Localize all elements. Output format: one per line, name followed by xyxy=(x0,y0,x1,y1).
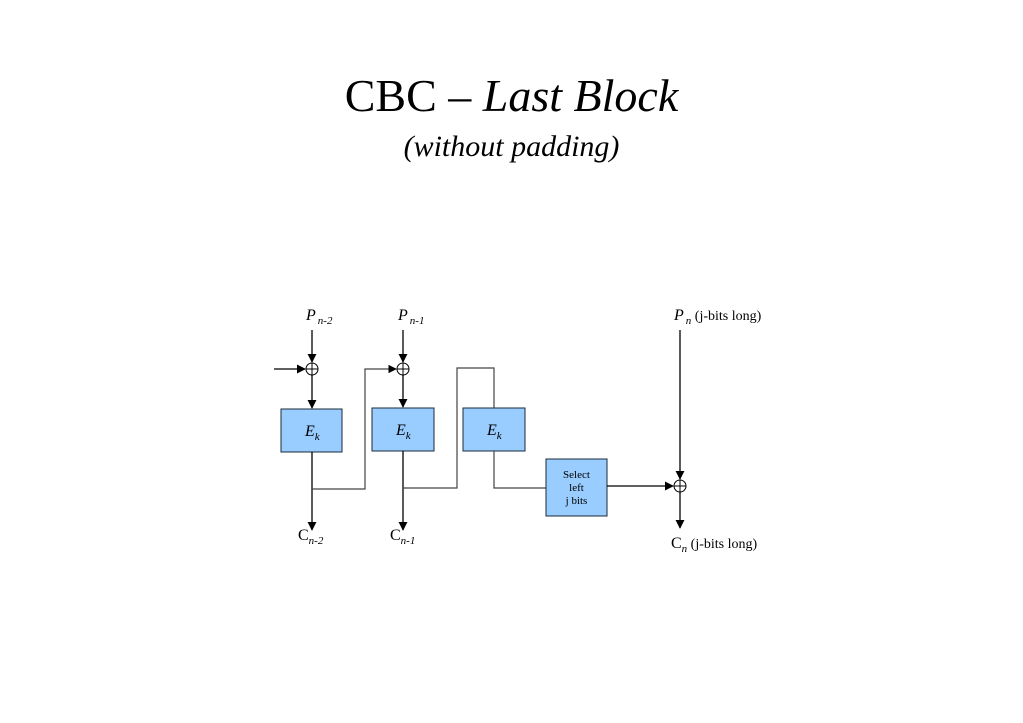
select-block-line-3: j bits xyxy=(565,495,588,507)
title-prefix: CBC – xyxy=(344,70,483,121)
encrypt-block-1 xyxy=(280,408,343,453)
line-ek-3-to-select xyxy=(493,451,546,489)
encrypt-block-1-label: Ek xyxy=(304,423,321,443)
encrypt-block-2-label: Ek xyxy=(395,422,412,442)
title-italic: Last Block xyxy=(482,70,679,121)
output-label-cn-2: Cn-2 xyxy=(298,527,324,547)
chain-line-2 xyxy=(403,367,495,489)
slide-title: CBC – Last Block xyxy=(0,68,1023,124)
xor-icon xyxy=(673,479,687,493)
output-label-cn: Cn (j-bits long) xyxy=(671,535,758,555)
encrypt-block-2 xyxy=(371,407,435,452)
select-left-j-bits-block xyxy=(545,458,608,517)
encrypt-block-3-label: Ek xyxy=(486,422,503,442)
xor-icon xyxy=(305,362,319,376)
encrypt-block-3 xyxy=(462,407,526,452)
select-block-line-1: Select xyxy=(563,469,590,481)
output-label-cn-1: Cn-1 xyxy=(390,527,415,547)
xor-icon xyxy=(396,362,410,376)
chain-line-1 xyxy=(312,364,397,490)
select-block-line-2: left xyxy=(569,482,584,494)
slide-subtitle: (without padding) xyxy=(403,130,620,163)
